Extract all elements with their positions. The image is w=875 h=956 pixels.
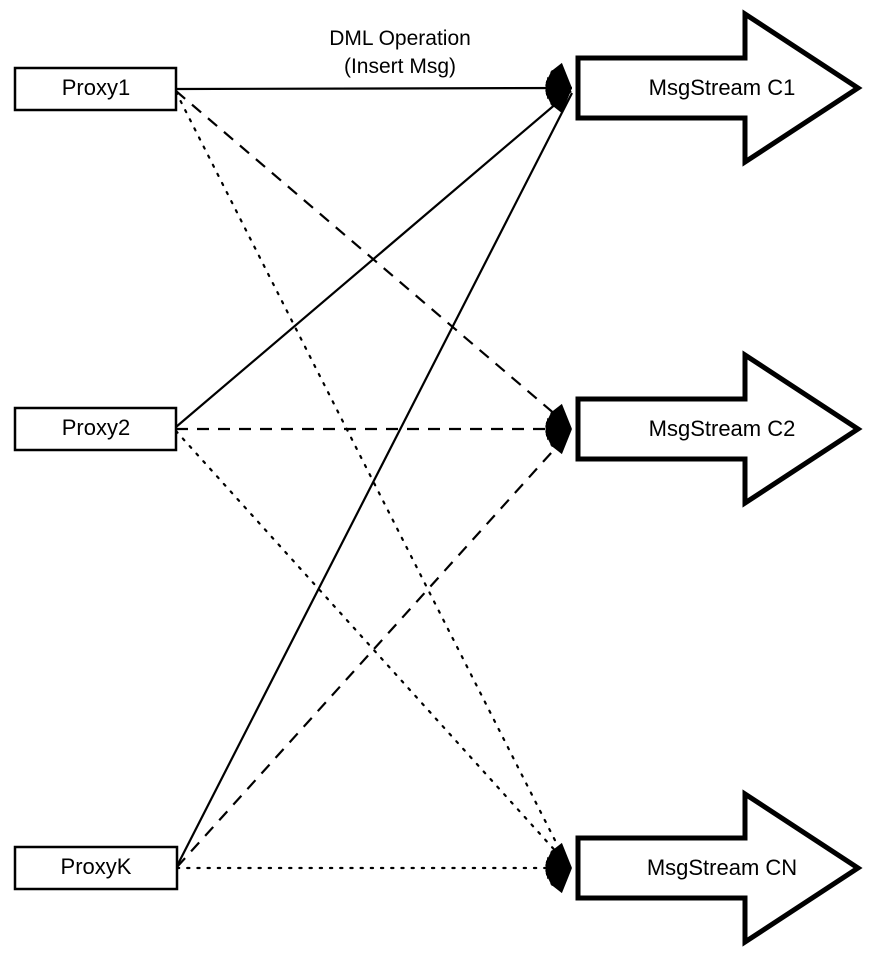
stream-node-cn[interactable]: MsgStream CN <box>575 789 863 947</box>
arrowhead-barb <box>550 842 572 868</box>
proxy-node-proxy2[interactable]: Proxy2 <box>13 406 178 452</box>
stream-node-c2[interactable]: MsgStream C2 <box>575 350 863 508</box>
connector-group <box>174 86 573 870</box>
edge-caption-line-1: DML Operation <box>329 27 471 50</box>
proxy-label-proxyk: ProxyK <box>61 854 132 879</box>
arrowhead-barb <box>545 410 572 429</box>
stream-label-cn: MsgStream CN <box>647 855 797 880</box>
arrowhead-into-stream-c1 <box>545 62 572 114</box>
arrowhead-barb <box>550 88 572 114</box>
arrowhead-into-stream-c2 <box>545 403 572 455</box>
edge-caption-dml-operation: DML Operation (Insert Msg) <box>329 27 471 78</box>
proxy-box-proxy2[interactable] <box>13 406 178 452</box>
connector-proxy2-to-stream-c1[interactable] <box>175 90 572 428</box>
proxy-node-proxy1[interactable]: Proxy1 <box>13 66 178 112</box>
stream-node-c1[interactable]: MsgStream C1 <box>575 9 863 167</box>
connector-proxyk-to-stream-c2[interactable] <box>176 431 571 868</box>
arrowhead-barb <box>550 429 572 455</box>
block-arrow-icon-stream-c2[interactable] <box>575 350 863 508</box>
arrowhead-barb <box>545 69 572 88</box>
arrowhead-barb <box>550 62 572 88</box>
block-arrow-icon-stream-c1[interactable] <box>575 9 863 167</box>
edge-caption-line-2: (Insert Msg) <box>344 55 456 78</box>
arrowhead-barb <box>550 868 572 894</box>
connector-proxy1-to-stream-cn[interactable] <box>174 90 570 868</box>
arrowhead-into-stream-cn <box>545 842 572 894</box>
proxy-label-proxy1: Proxy1 <box>62 75 130 100</box>
connector-proxy2-to-stream-cn[interactable] <box>174 429 571 868</box>
arrowhead-group <box>545 62 572 894</box>
stream-label-c2: MsgStream C2 <box>649 416 796 441</box>
proxy-box-proxyk[interactable] <box>13 845 179 891</box>
arrowhead-barb <box>545 849 572 868</box>
stream-label-c1: MsgStream C1 <box>649 75 796 100</box>
block-arrow-icon-stream-cn[interactable] <box>575 789 863 947</box>
connector-proxyk-to-stream-c1[interactable] <box>176 92 573 867</box>
proxy-box-proxy1[interactable] <box>13 66 178 112</box>
proxy-label-proxy2: Proxy2 <box>62 415 130 440</box>
proxy-node-proxyk[interactable]: ProxyK <box>13 845 179 891</box>
connector-proxy1-to-stream-c1[interactable] <box>175 86 573 91</box>
arrowhead-barb <box>550 403 572 429</box>
